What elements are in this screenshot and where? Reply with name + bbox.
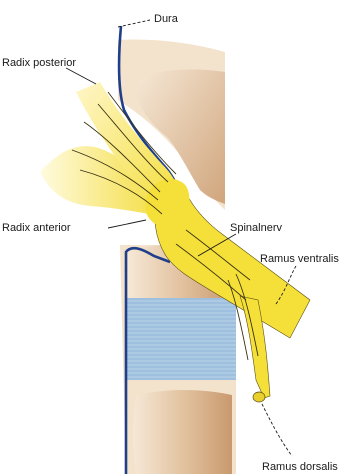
ramus-dorsalis-leader	[262, 404, 292, 456]
dura-leader	[118, 20, 150, 27]
label-radix-anterior: Radix anterior	[2, 222, 71, 234]
radix-posterior-leader	[66, 68, 96, 84]
label-spinalnerv: Spinalnerv	[230, 222, 282, 234]
label-radix-posterior: Radix posterior	[2, 57, 76, 69]
radix-anterior-leader	[108, 220, 146, 228]
lower-vertebral-body	[133, 390, 232, 474]
label-ramus-dorsalis: Ramus dorsalis	[262, 461, 338, 473]
ramus-dorsalis-cut-end	[253, 392, 265, 402]
label-ramus-ventralis: Ramus ventralis	[260, 253, 339, 265]
label-dura: Dura	[154, 13, 179, 25]
intervertebral-disc	[126, 298, 236, 380]
